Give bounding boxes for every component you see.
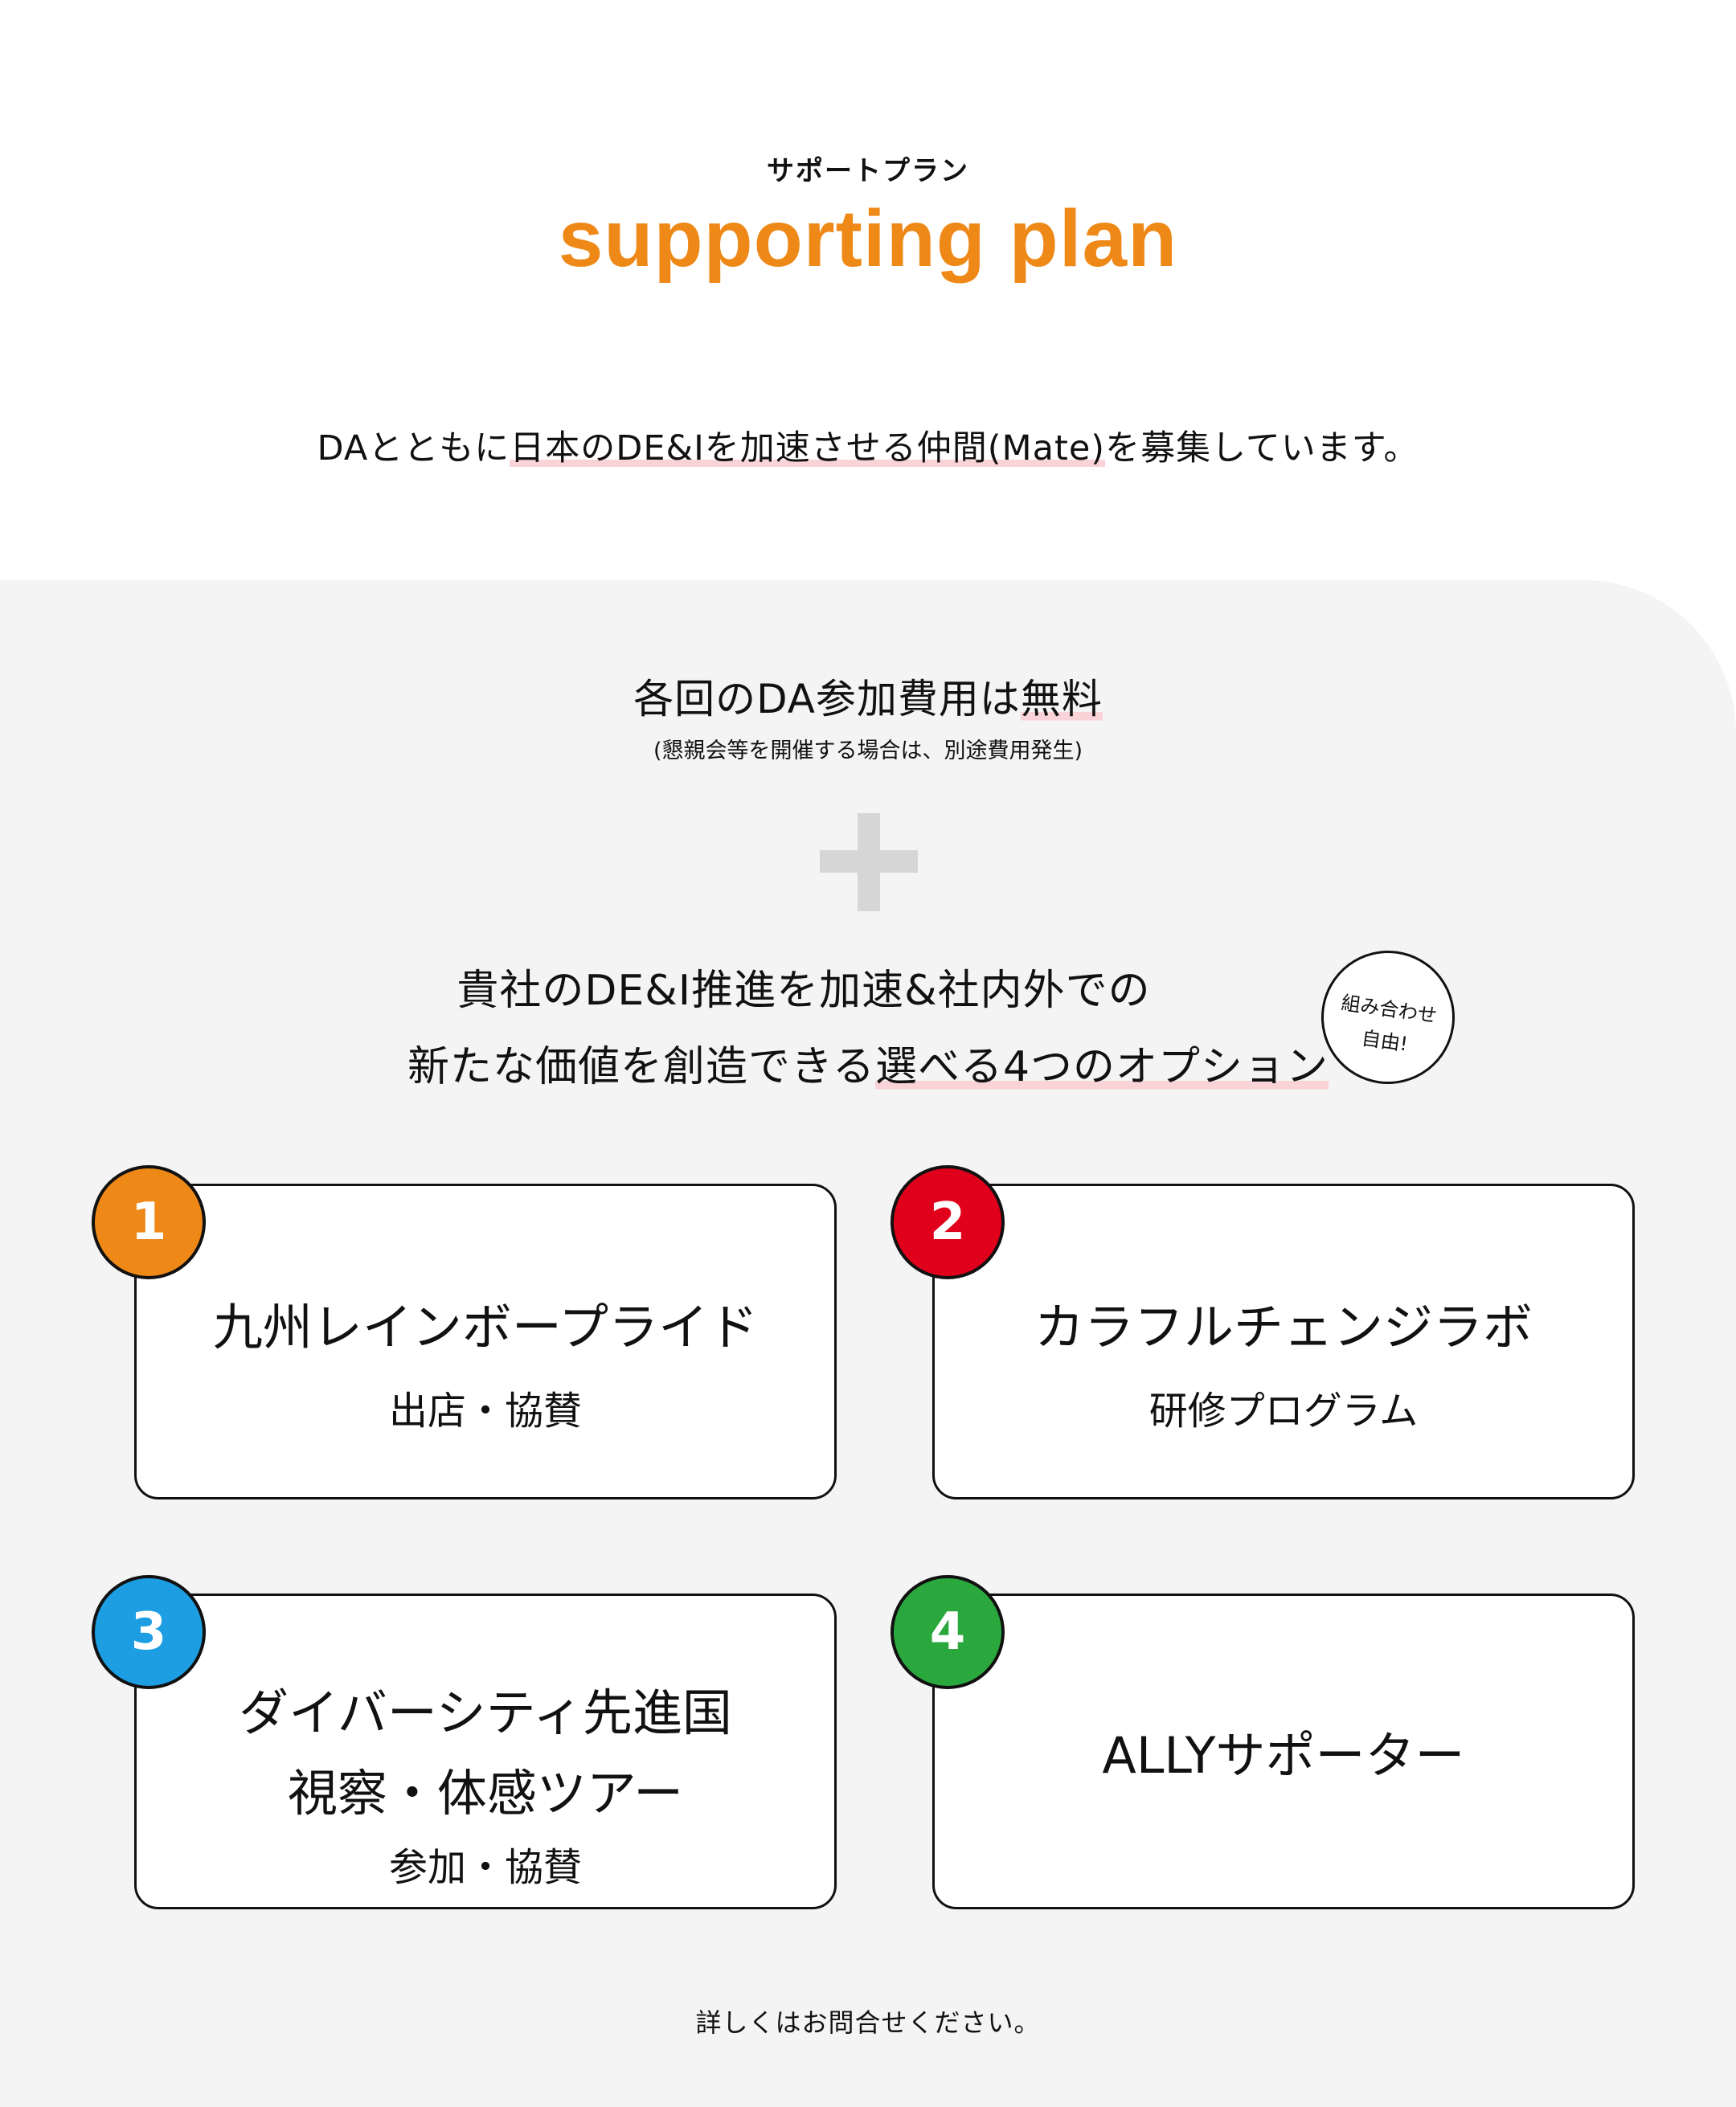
option-card-subtitle: 出店・協賛 [388,1389,582,1434]
option-card-subtitle: 研修プログラム [1148,1389,1419,1434]
free-fee-note: (懇親会等を開催する場合は、別途費用発生) [653,738,1083,763]
option-card-title: ALLYサポーター [1102,1726,1465,1785]
option-card-3[interactable]: ダイバーシティ先進国 視察・体感ツアー 参加・協賛 [134,1594,837,1909]
option-card-2[interactable]: カラフルチェンジラボ 研修プログラム [932,1184,1635,1499]
lead-text-before: DAとともに [317,428,510,468]
intro-section: サポートプラン supporting plan DAとともに日本のDE&Iを加速… [0,0,1736,580]
option-card-1[interactable]: 九州レインボープライド 出店・協賛 [134,1184,837,1499]
lead-text-after: を募集しています。 [1105,428,1419,468]
options-heading-text: 新たな価値を創造できる [407,1043,875,1091]
contact-note: 詳しくはお問合せください。 [695,2007,1041,2038]
options-heading-line1: 貴社のDE&I推進を加速&社内外での [457,967,1151,1015]
option-card-title: 九州レインボープライド [212,1298,759,1356]
option-card-title: カラフルチェンジラボ [1034,1298,1533,1356]
section-eyebrow: サポートプラン [767,155,969,187]
option-card-subtitle: 参加・協賛 [388,1845,582,1890]
free-fee-text: 各回のDA参加費用は [633,676,1021,722]
lead-text: DAとともに日本のDE&Iを加速させる仲間(Mate)を募集しています。 [0,420,1736,470]
plus-icon-horizontal [820,850,918,873]
option-number-badge-3: 3 [92,1575,206,1689]
free-fee-heading: 各回のDA参加費用は無料 [0,667,1736,725]
option-card-4[interactable]: ALLYサポーター [932,1594,1635,1909]
option-number-badge-4: 4 [891,1575,1005,1689]
free-fee-highlight: 無料 [1020,676,1103,722]
option-number-badge-1: 1 [92,1165,206,1279]
section-title: supporting plan [558,194,1178,284]
option-card-title-line1: ダイバーシティ先進国 [239,1684,732,1742]
options-heading-highlight: 選べる4つのオプション [874,1043,1329,1091]
option-card-title-line2: 視察・体感ツアー [287,1764,684,1823]
lead-text-highlight: 日本のDE&Iを加速させる仲間(Mate) [510,428,1106,468]
options-heading-line2: 新たな価値を創造できる選べる4つのオプション [0,1033,1736,1093]
option-number-badge-2: 2 [891,1165,1005,1279]
